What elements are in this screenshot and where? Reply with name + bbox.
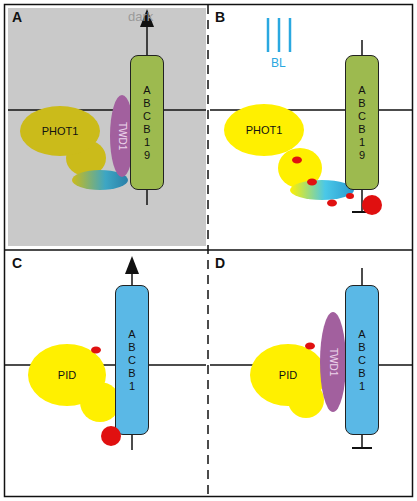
- light-ray: [267, 18, 270, 52]
- photoreceptor-protein: PHOT1: [20, 106, 100, 156]
- transporter-box: ABCB19: [345, 55, 379, 190]
- phospho-dot: [101, 426, 121, 446]
- phospho-dot: [91, 347, 101, 354]
- node-label: ABCB19: [358, 84, 366, 162]
- node-label: ABCB19: [143, 84, 151, 162]
- light-ray: [278, 18, 281, 52]
- node-label: PHOT1: [42, 125, 79, 137]
- kinase-protein: PID: [250, 344, 326, 406]
- node-label: PHOT1: [246, 124, 283, 136]
- panel-letter: C: [12, 255, 22, 271]
- condition-label: BL: [271, 56, 286, 70]
- inhibition-bar: [352, 447, 372, 449]
- phospho-dot: [346, 193, 354, 199]
- transporter-box: ABCB1: [345, 285, 379, 435]
- arrow-head: [125, 256, 139, 274]
- immunophilin: TWD1: [320, 312, 346, 412]
- node-label: ABCB1: [358, 328, 366, 393]
- phospho-dot: [305, 343, 315, 350]
- kinase-protein: PID: [28, 344, 106, 406]
- phospho-dot: [362, 195, 382, 215]
- condition-label: dark: [128, 9, 153, 24]
- photoreceptor-protein: PHOT1: [224, 104, 304, 156]
- transporter-box: ABCB1: [115, 285, 149, 435]
- node-label: TWD1: [328, 348, 339, 376]
- phospho-dot: [292, 157, 302, 164]
- node-label: PID: [58, 369, 76, 381]
- light-ray: [289, 18, 292, 52]
- phospho-dot: [327, 200, 337, 207]
- panel-letter: D: [215, 255, 225, 271]
- dark-shade: [8, 8, 206, 246]
- panel-letter: A: [12, 9, 22, 25]
- frame: [5, 5, 413, 497]
- panel-letter: B: [215, 9, 225, 25]
- inhibition-bar: [352, 211, 372, 213]
- node-label: PID: [279, 369, 297, 381]
- transporter-box: ABCB19: [130, 55, 164, 190]
- panel-divider: [5, 249, 412, 251]
- node-label: TWD1: [117, 122, 128, 150]
- node-label: ABCB1: [128, 328, 136, 393]
- phospho-dot: [307, 179, 317, 186]
